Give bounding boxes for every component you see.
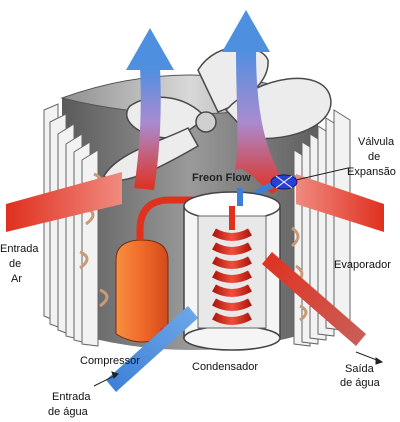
entrada-ar-label-line-2: de <box>9 258 21 270</box>
entrada-agua-label-line-2: de água <box>48 406 89 418</box>
water-inlet-pipe <box>106 306 198 392</box>
condensador-label: Condensador <box>192 361 258 373</box>
freon-flow-label: Freon Flow <box>192 172 251 184</box>
valvula-label-line-1: Válvula <box>358 136 395 148</box>
air-inlet-arrow-right <box>296 174 384 232</box>
entrada-agua-label-line-1: Entrada <box>52 391 91 403</box>
evaporador-label: Evaporador <box>334 259 391 271</box>
saida-agua-label-line-1: Saída <box>345 363 375 375</box>
condenser <box>183 188 281 351</box>
expansion-valve-icon <box>270 174 298 190</box>
air-outlet-arrow-right <box>222 10 286 194</box>
evaporator-fins-left <box>43 103 99 347</box>
diagram-labels: Freon Flow Válvula de Expansão Entrada d… <box>0 136 396 418</box>
compressor-label: Compressor <box>80 355 140 367</box>
air-inlet-arrow-left <box>6 172 122 232</box>
condenser-coil <box>212 228 252 325</box>
water-flow-arrows <box>93 351 384 387</box>
entrada-ar-label-line-1: Entrada <box>0 243 39 255</box>
entrada-ar-label-line-3: Ar <box>11 273 22 285</box>
valvula-label-line-3: Expansão <box>347 166 396 178</box>
saida-agua-label-line-2: de água <box>340 377 381 389</box>
air-outlet-arrow-left <box>126 28 174 190</box>
valvula-label-line-2: de <box>368 151 380 163</box>
label-leaders <box>295 167 349 181</box>
water-outlet-pipe <box>262 252 366 346</box>
